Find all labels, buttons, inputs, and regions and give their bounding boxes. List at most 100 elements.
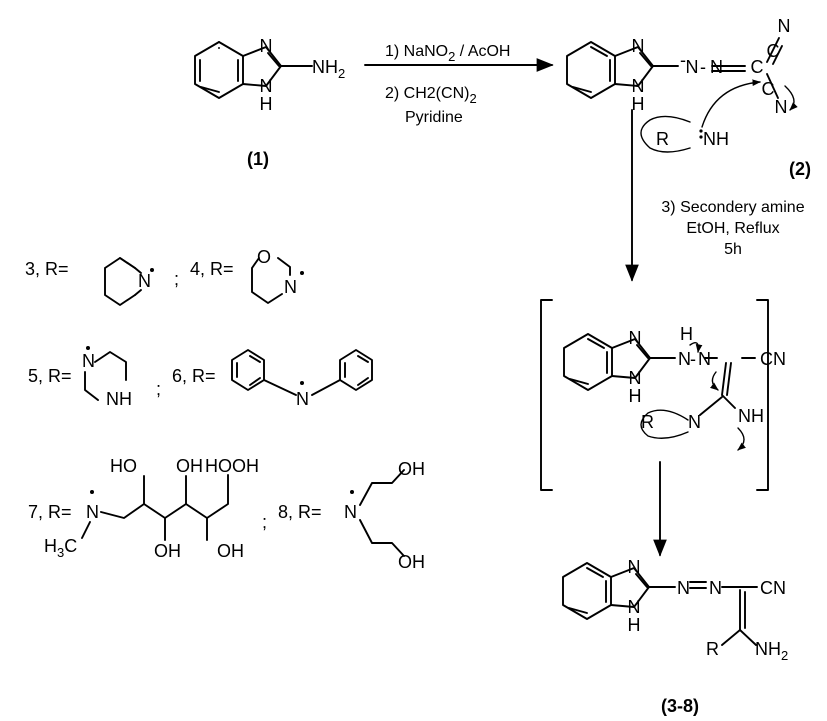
atom-h: H [628,615,641,635]
condition-step-2a: 2) CH2(CN)2 [385,85,477,106]
condition-step-1: 1) NaNO2 / AcOH [385,43,510,64]
n-bonds [263,379,341,396]
atom-n: N [710,57,723,77]
atom-oh: OH [154,541,181,561]
amine-ring-arc [640,409,689,439]
atom-n: N [678,349,691,369]
curved-arrow [737,427,746,451]
piperidine-ring [119,257,136,269]
intermediate-structure [563,333,756,416]
atom-nh2: NH2 [755,639,788,663]
atom-n: N [632,76,645,96]
compound-2-structure [566,37,783,99]
radical-dot [90,490,94,494]
atom-h: H [680,324,693,344]
bracket-right [756,299,769,491]
bond-hyphen: - [700,57,706,77]
atom-n: N [709,578,722,598]
bracket-left [540,299,553,491]
substituent-label-8: 8, R= [278,502,322,522]
radical-dot [350,490,354,494]
condition-step-3a: 3) Secondery amine [661,199,804,216]
substituent-label-3: 3, R= [25,259,69,279]
separator: ; [262,512,267,532]
atom-nh: NH [738,406,764,426]
atom-n: N [775,97,788,117]
atom-h: H [260,94,273,114]
atom-n: N [677,578,690,598]
phenyl-ring-right [339,349,373,391]
curved-arrow [689,342,703,353]
atom-n: N [688,412,701,432]
diethanolamine-arms [359,469,405,557]
atom-cn: CN [760,578,786,598]
atom-n: N [138,271,151,291]
phenyl-ring-left [231,349,265,391]
atom-c: C [762,79,775,99]
atom-h3c: H3C [44,536,77,560]
radical-dot [300,271,304,275]
atom-oh: OH [176,456,203,476]
atom-n: N [629,368,642,388]
glucamine-chain [81,474,229,539]
lone-pair-dot [699,129,703,133]
atom-n: N [628,597,641,617]
substituent-label-7: 7, R= [28,502,72,522]
compound-label-2: (2) [789,159,811,179]
condition-step-2b: Pyridine [405,109,463,126]
atom-nh2: NH2 [312,57,345,81]
product-structure [562,562,758,646]
radical-dot [86,346,90,350]
atom-n: N [260,76,273,96]
atom-o: O [257,247,271,267]
atom-n: N [296,389,309,409]
atom-oh: OH [398,459,425,479]
atom-n: N [632,36,645,56]
radical-dot [300,381,304,385]
compound-label-1: (1) [247,149,269,169]
atom-n: N [284,277,297,297]
atom-oh: OH [232,456,259,476]
amine-ring-arc [640,115,691,153]
piperazine-ring [84,351,127,401]
atom-n: N [628,557,641,577]
atom-nh: NH [106,389,132,409]
bond-hyphen: - [680,50,686,70]
curved-arrow [709,371,719,391]
curved-arrow [784,85,798,111]
atom-n: N [778,16,791,36]
bond-hyphen: - [690,349,696,369]
atom-h: H [629,386,642,406]
condition-step-3b: EtOH, Reflux [686,220,779,237]
substituent-label-4: 4, R= [190,259,234,279]
atom-ho: HO [110,456,137,476]
substituent-label-5: 5, R= [28,366,72,386]
condition-step-3c: 5h [724,241,742,258]
separator: ; [174,269,179,289]
atom-r: R [706,639,719,659]
atom-r: R [641,412,654,432]
compound-1-structure [194,41,313,99]
atom-cn: CN [760,349,786,369]
morpholine-ring [251,257,291,304]
atom-n: N [86,502,99,522]
atom-n: N [686,57,699,77]
atom-oh: OH [398,552,425,572]
separator: ; [156,379,161,399]
atom-r: R [656,129,669,149]
atom-n: N [82,351,95,371]
atom-c: C [751,57,764,77]
glucamine-hydroxyl-bonds [143,475,208,541]
atom-n: N [629,328,642,348]
atom-n: N [260,36,273,56]
atom-nh: NH [703,129,729,149]
lone-pair-dot [699,135,703,139]
atom-h: H [632,94,645,114]
atom-n: N [698,349,711,369]
curved-arrow [701,79,761,128]
radical-dot [150,268,154,272]
substituent-label-6: 6, R= [172,366,216,386]
atom-c: C [767,41,780,61]
compound-label-3-8: (3-8) [661,696,699,716]
